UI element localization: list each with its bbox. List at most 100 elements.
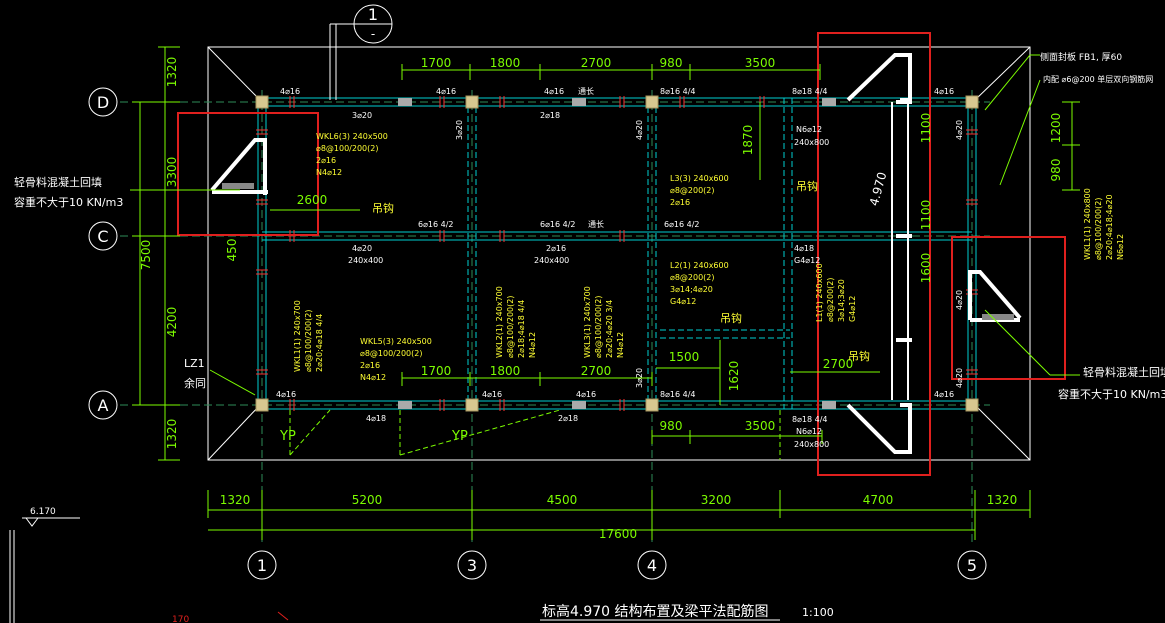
l1-line-2: ⌀8@200(2) (826, 277, 835, 322)
bar-bot-6: 8⌀16 4/4 (660, 390, 696, 399)
axis-label-a: A (98, 396, 109, 415)
wkl5-line-2: ⌀8@100/200(2) (360, 349, 422, 358)
bar-mid-9: 4⌀18 (794, 244, 814, 253)
dim-bottom-1: 1320 (220, 493, 251, 507)
wall-profiles (210, 53, 1022, 454)
dim-right-1100-b: 1100 (919, 200, 933, 231)
bar-bot-1: 4⌀16 (276, 390, 296, 399)
bar-bot-4: 4⌀16 (576, 390, 596, 399)
bar-mid-6: 240x400 (348, 256, 383, 265)
bar-mid-10: G4⌀12 (794, 256, 820, 265)
l2-line-2: ⌀8@200(2) (670, 273, 715, 282)
fill-hatch (222, 183, 1014, 320)
bar-side-3: 4⌀20 (955, 368, 964, 388)
br1-line-3: 240x800 (794, 440, 829, 449)
dimension-lines (130, 46, 1080, 540)
dim-bottom-2: 5200 (352, 493, 383, 507)
dim-left-1320-bottom: 1320 (165, 419, 179, 450)
bar-mid-2: 6⌀16 4/2 (540, 220, 576, 229)
top-right-note-2: 内配 ⌀6@200 单层双向钢筋网 (1043, 74, 1153, 84)
wkl6-line-1: WKL6(3) 240x500 (316, 132, 388, 141)
dim-top-3: 2700 (581, 56, 612, 70)
dim-total: 17600 (599, 527, 637, 541)
bar-bot-8: 3⌀20 (455, 120, 464, 140)
wkl3-line-1: WKL3(1) 240x700 (583, 286, 592, 358)
right-note-2: 容重不大于10 KN/m3 (1058, 387, 1165, 401)
left-note-2: 容重不大于10 KN/m3 (14, 195, 123, 209)
axis-label-5: 5 (967, 556, 977, 575)
dim-inner-4970: 4.970 (867, 171, 889, 208)
dim-inner-2600: 2600 (297, 193, 328, 207)
dim-right-1200: 1200 (1049, 113, 1063, 144)
axis-label-1: 1 (257, 556, 267, 575)
wkl2-line-3: 2⌀18;4⌀18 4/4 (517, 300, 526, 358)
bar-top-2: 3⌀20 (352, 111, 372, 120)
level-value: 6.170 (30, 507, 56, 517)
bar-bot-3: 4⌀16 (482, 390, 502, 399)
level-marker (9, 517, 289, 623)
bar-bot-5: 2⌀18 (558, 414, 578, 423)
br1-line-1: 8⌀18 4/4 (792, 415, 828, 424)
dim-right-1100-a: 1100 (919, 113, 933, 144)
top-right-note-1: 侧面封板 FB1, 厚60 (1040, 51, 1122, 63)
wkl1r-line-1: WKL1(1) 240x800 (1083, 188, 1092, 260)
l2-line-1: L2(1) 240x600 (670, 261, 729, 270)
bar-mid-5: 4⌀20 (352, 244, 372, 253)
dim-bot-a-2: 1800 (490, 364, 521, 378)
bar-top-5: 通长 (578, 86, 594, 96)
wkl5-line-3: 2⌀16 (360, 361, 380, 370)
bar-top-7: 4⌀16 (934, 87, 954, 96)
dim-left-4200: 4200 (165, 307, 179, 338)
dim-bot-b-1: 980 (660, 419, 683, 433)
dim-bot-a-1: 1700 (421, 364, 452, 378)
dim-bot-a-3: 2700 (581, 364, 612, 378)
wkl1a-line-2: ⌀8@100/200(2) (304, 310, 313, 372)
axis-label-c: C (97, 227, 108, 246)
l1-line-4: G4⌀12 (848, 296, 857, 322)
drawing-title: 标高4.970 结构布置及梁平法配筋图 (542, 603, 769, 620)
axis-bubbles (88, 4, 987, 580)
axis-label-d: D (97, 93, 109, 112)
bar-mid-1: 6⌀16 4/2 (418, 220, 454, 229)
right-note-1: 轻骨料混凝土回填 (1083, 365, 1165, 379)
wkl3-line-3: 2⌀20;4⌀20 3/4 (605, 300, 614, 358)
dim-left-3300: 3300 (165, 157, 179, 188)
yp-label-2: YP (451, 429, 468, 444)
wkl1r-line-3: 2⌀20;4⌀18;4⌀20 (1105, 194, 1114, 260)
dim-bottom-6: 1320 (987, 493, 1018, 507)
dim-left-7500: 7500 (139, 240, 153, 271)
dim-inner-2700: 2700 (823, 357, 854, 371)
highlight-boxes (177, 32, 1066, 476)
wkl5-line-4: N4⌀12 (360, 373, 386, 382)
bar-top-3: 4⌀16 (436, 87, 456, 96)
wkl1a-line-3: 2⌀20;4⌀18 4/4 (315, 314, 324, 372)
bar-top-8: 2⌀18 (540, 111, 560, 120)
wkl2-line-2: ⌀8@100/200(2) (506, 296, 515, 358)
roof-outline (207, 46, 1031, 461)
dim-bot-b-2: 3500 (745, 419, 776, 433)
l3-line-1: L3(3) 240x600 (670, 174, 729, 183)
wkl3-line-2: ⌀8@100/200(2) (594, 296, 603, 358)
wkl3-line-4: N4⌀12 (616, 332, 625, 358)
dim-inner-450: 450 (225, 239, 239, 262)
yp-label-1: YP (279, 429, 296, 444)
dim-left-1320-top: 1320 (165, 57, 179, 88)
dim-top-5: 3500 (745, 56, 776, 70)
columns (255, 95, 979, 412)
bar-top-4: 4⌀16 (544, 87, 564, 96)
bar-mid-3: 通长 (588, 219, 604, 229)
bar-bot-10: 3⌀20 (635, 368, 644, 388)
tr1-line-2: N6⌀12 (796, 125, 822, 134)
lz-same: 余同 (184, 376, 206, 390)
bar-top-1: 4⌀16 (280, 87, 300, 96)
dim-inner-1500: 1500 (669, 350, 700, 364)
axis-label-4: 4 (647, 556, 657, 575)
wkl2-line-4: N4⌀12 (528, 332, 537, 358)
lz-label: LZ1 (184, 357, 205, 370)
dim-bottom-3: 4500 (547, 493, 578, 507)
dim-top-4: 980 (660, 56, 683, 70)
l2-line-3: 3⌀14;4⌀20 (670, 285, 713, 294)
diaojin-label-1: 吊钩 (372, 201, 394, 215)
wkl6-line-2: ⌀8@100/200(2) (316, 144, 378, 153)
